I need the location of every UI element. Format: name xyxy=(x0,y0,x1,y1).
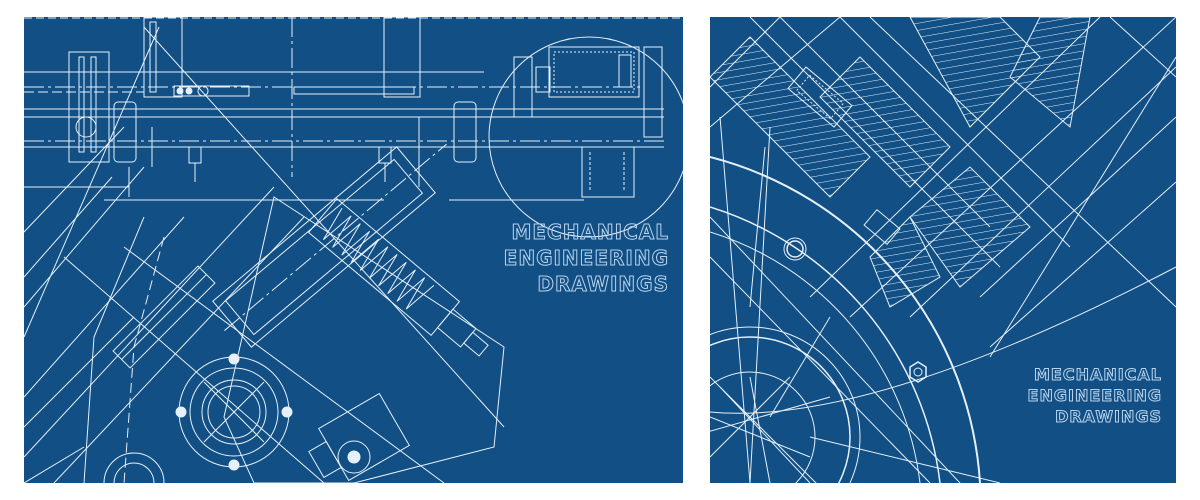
title-line-2: ENGINEERING xyxy=(503,246,669,270)
mechanical-drawing-right xyxy=(710,17,1176,483)
title-line-2: ENGINEERING xyxy=(1027,386,1162,405)
title-line-1: MECHANICAL xyxy=(511,220,669,244)
title-line-3: DRAWINGS xyxy=(1055,407,1162,426)
title-text-left: MECHANICAL ENGINEERING DRAWINGS xyxy=(503,220,669,300)
blueprint-panel-left: MECHANICAL ENGINEERING DRAWINGS xyxy=(24,17,683,483)
mechanical-drawing-left xyxy=(24,17,683,483)
title-line-3: DRAWINGS xyxy=(537,272,669,296)
title-line-1: MECHANICAL xyxy=(1033,365,1162,384)
title-text-right: MECHANICAL ENGINEERING DRAWINGS xyxy=(1027,365,1162,430)
blueprint-panel-right: MECHANICAL ENGINEERING DRAWINGS xyxy=(710,17,1176,483)
